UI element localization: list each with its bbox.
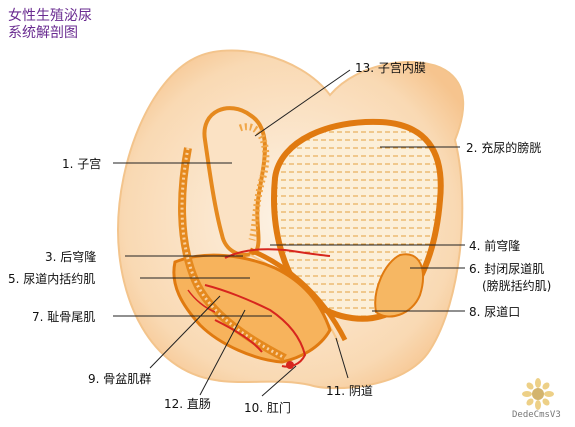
label-internal-urethral-sphincter: 5. 尿道内括约肌 [8,272,96,286]
label-vagina: 11. 阴道 [326,384,373,398]
urethral-closing-muscle [374,253,425,318]
diagram-title-line2: 系统解剖图 [8,25,78,41]
label-rectum: 12. 直肠 [164,397,211,411]
blood-vessel [224,248,331,259]
label-urethral-opening: 8. 尿道口 [469,305,521,319]
label-posterior-fornix: 3. 后穹隆 [45,250,97,264]
rectum-inner [180,147,286,360]
label-pubococcygeus: 7. 耻骨尾肌 [32,310,96,324]
watermark-text: DedeCmsV3 [512,410,561,420]
label-uterus: 1. 子宫 [62,157,102,171]
pelvic-muscle-mass [172,253,332,364]
label-endometrium: 13. 子宫内膜 [355,61,426,75]
label-bladder-sphincter: (膀胱括约肌) [482,279,552,293]
leader-lines [113,69,465,397]
label-anus: 10. 肛门 [244,401,291,415]
endometrium [238,123,270,241]
watermark-logo [522,378,554,410]
anus-mark [286,361,294,369]
label-pelvic-muscles: 9. 骨盆肌群 [88,372,152,386]
blood-vessel [214,319,263,353]
label-full-bladder: 2. 充尿的膀胱 [466,141,542,155]
blood-vessel [204,284,307,368]
diagram-title-line1: 女性生殖泌尿 [8,8,92,24]
label-anterior-fornix: 4. 前穹隆 [469,239,521,253]
blood-vessel [187,289,216,313]
label-urethral-closing-muscle: 6. 封闭尿道肌 [469,262,545,276]
vagina-canal [249,247,348,342]
